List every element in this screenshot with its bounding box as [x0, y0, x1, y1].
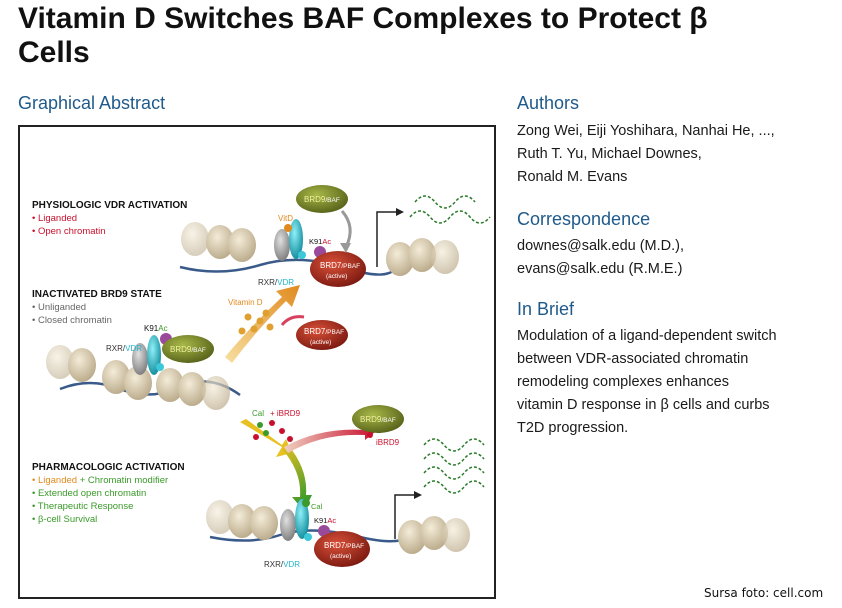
- svg-text:BRD9/BAF: BRD9/BAF: [304, 195, 340, 204]
- top-chromatin: [179, 195, 491, 276]
- brd9-label-low: BRD9: [360, 415, 382, 424]
- pharmacologic-modifier: + Chromatin modifier: [77, 475, 168, 486]
- graphical-abstract-heading: Graphical Abstract: [18, 93, 166, 113]
- authors-list: Zong Wei, Eiji Yoshihara, Nanhai He, ...…: [517, 120, 827, 189]
- top-complex: VitD K91Ac BRD7/PBAF (active) RXR/VDR BR…: [258, 185, 366, 287]
- k91-label-top: K91: [309, 237, 322, 246]
- photo-credit: Sursa foto: cell.com: [704, 586, 824, 600]
- svg-text:BRD7/PBAF: BRD7/PBAF: [324, 541, 364, 550]
- vdr-label-bottom: VDR: [283, 560, 300, 569]
- physiologic-title: PHYSIOLOGIC VDR ACTIVATION: [32, 200, 187, 211]
- vitd-label: VitD: [278, 214, 293, 223]
- baf-label-top: /BAF: [325, 197, 339, 204]
- plus-ibrd9-label: + iBRD9: [270, 409, 301, 418]
- baf-label-mid: /BAF: [191, 347, 205, 354]
- inactivated-item: • Closed chromatin: [32, 315, 112, 326]
- brd7-label-top: BRD7: [320, 261, 342, 270]
- physiologic-item: • Liganded: [32, 213, 77, 224]
- vdr-label-top: VDR: [277, 278, 294, 287]
- brd7-label-bottom: BRD7: [324, 541, 346, 550]
- ac-label-top: Ac: [322, 237, 331, 246]
- inactivated-title: INACTIVATED BRD9 STATE: [32, 289, 162, 300]
- authors-line: Ruth T. Yu, Michael Downes,: [517, 146, 702, 162]
- graphical-abstract-figure: VitD K91Ac BRD7/PBAF (active) RXR/VDR BR…: [18, 125, 496, 599]
- in-brief-text: Modulation of a ligand-dependent switch …: [517, 325, 827, 440]
- vitamin-d-arrow: Vitamin D BRD7/PBAF (active): [225, 285, 348, 363]
- svg-text:K91Ac: K91Ac: [309, 237, 331, 246]
- bottom-chromatin: [206, 438, 485, 554]
- svg-text:K91Ac: K91Ac: [144, 324, 168, 333]
- svg-text:RXR/VDR: RXR/VDR: [106, 344, 142, 353]
- cal-label-bottom: Cal: [311, 502, 323, 511]
- active-label-bottom: (active): [330, 553, 351, 560]
- in-brief-line: vitamin D response in β cells and curbs: [517, 397, 770, 413]
- physiologic-item: • Open chromatin: [32, 226, 106, 237]
- svg-text:• Liganded + Chromatin modifie: • Liganded + Chromatin modifier: [32, 475, 168, 486]
- rxr-label-bottom: RXR/: [264, 560, 284, 569]
- abstract-diagram: VitD K91Ac BRD7/PBAF (active) RXR/VDR BR…: [32, 185, 491, 569]
- article-title: Vitamin D Switches BAF Complexes to Prot…: [18, 2, 708, 69]
- correspondence-list: downes@salk.edu (M.D.), evans@salk.edu (…: [517, 235, 827, 281]
- pbaf-label-bottom: /PBAF: [345, 543, 364, 550]
- brd9-label-top: BRD9: [304, 195, 326, 204]
- cal-ibrd9-arrow: Cal + iBRD9 BRD9/BAF iBRD9: [240, 405, 404, 511]
- authors-line: Zong Wei, Eiji Yoshihara, Nanhai He, ...…: [517, 123, 775, 139]
- vdr-label-mid: VDR: [125, 344, 142, 353]
- svg-text:BRD7/PBAF: BRD7/PBAF: [320, 261, 360, 270]
- in-brief-line: between VDR-associated chromatin: [517, 351, 749, 367]
- brd9-label-mid: BRD9: [170, 345, 192, 354]
- ac-label-bottom: Ac: [327, 516, 336, 525]
- rxr-label-mid: RXR/: [106, 344, 126, 353]
- in-brief-line: Modulation of a ligand-dependent switch: [517, 328, 777, 344]
- vitamin-d-label: Vitamin D: [228, 298, 263, 307]
- pharmacologic-liganded: • Liganded: [32, 475, 77, 486]
- inactivated-labels: INACTIVATED BRD9 STATE • Unliganded • Cl…: [32, 289, 162, 326]
- correspondence-email[interactable]: evans@salk.edu (R.M.E.): [517, 261, 683, 277]
- rxr-label-top: RXR/: [258, 278, 278, 287]
- in-brief-line: T2D progression.: [517, 420, 629, 436]
- pharmacologic-title: PHARMACOLOGIC ACTIVATION: [32, 462, 185, 473]
- bottom-complex: Cal K91Ac BRD7/PBAF (active) RXR/VDR: [264, 499, 370, 569]
- ibrd9-label: iBRD9: [376, 438, 400, 447]
- ac-label-mid: Ac: [158, 324, 167, 333]
- svg-text:K91Ac: K91Ac: [314, 516, 336, 525]
- svg-text:RXR/VDR: RXR/VDR: [264, 560, 300, 569]
- pharmacologic-item: • β-cell Survival: [32, 514, 97, 525]
- brd7-label-mid: BRD7: [304, 327, 326, 336]
- k91-label-bottom: K91: [314, 516, 327, 525]
- k91-label-mid: K91: [144, 324, 159, 333]
- baf-label-low: /BAF: [381, 417, 395, 424]
- active-label-top: (active): [326, 273, 347, 280]
- svg-text:BRD9/BAF: BRD9/BAF: [360, 415, 396, 424]
- cal-label-mid: Cal: [252, 409, 264, 418]
- authors-heading: Authors: [517, 93, 580, 113]
- authors-line: Ronald M. Evans: [517, 169, 628, 185]
- in-brief-heading: In Brief: [517, 299, 575, 319]
- pharmacologic-item: • Extended open chromatin: [32, 488, 146, 499]
- pbaf-label-mid: /PBAF: [325, 329, 344, 336]
- pharmacologic-labels: PHARMACOLOGIC ACTIVATION • Liganded + Ch…: [32, 462, 185, 525]
- svg-text:RXR/VDR: RXR/VDR: [258, 278, 294, 287]
- in-brief-line: remodeling complexes enhances: [517, 374, 729, 390]
- active-label-mid: (active): [310, 339, 331, 346]
- correspondence-heading: Correspondence: [517, 209, 651, 229]
- svg-text:BRD7/PBAF: BRD7/PBAF: [304, 327, 344, 336]
- middle-chromatin: BRD9/BAF K91Ac RXR/VDR: [46, 324, 241, 410]
- pharmacologic-item: • Therapeutic Response: [32, 501, 133, 512]
- svg-text:BRD9/BAF: BRD9/BAF: [170, 345, 206, 354]
- physiologic-labels: PHYSIOLOGIC VDR ACTIVATION • Liganded • …: [32, 200, 187, 237]
- pbaf-label-top: /PBAF: [341, 263, 360, 270]
- correspondence-email[interactable]: downes@salk.edu (M.D.),: [517, 238, 685, 254]
- inactivated-item: • Unliganded: [32, 302, 86, 313]
